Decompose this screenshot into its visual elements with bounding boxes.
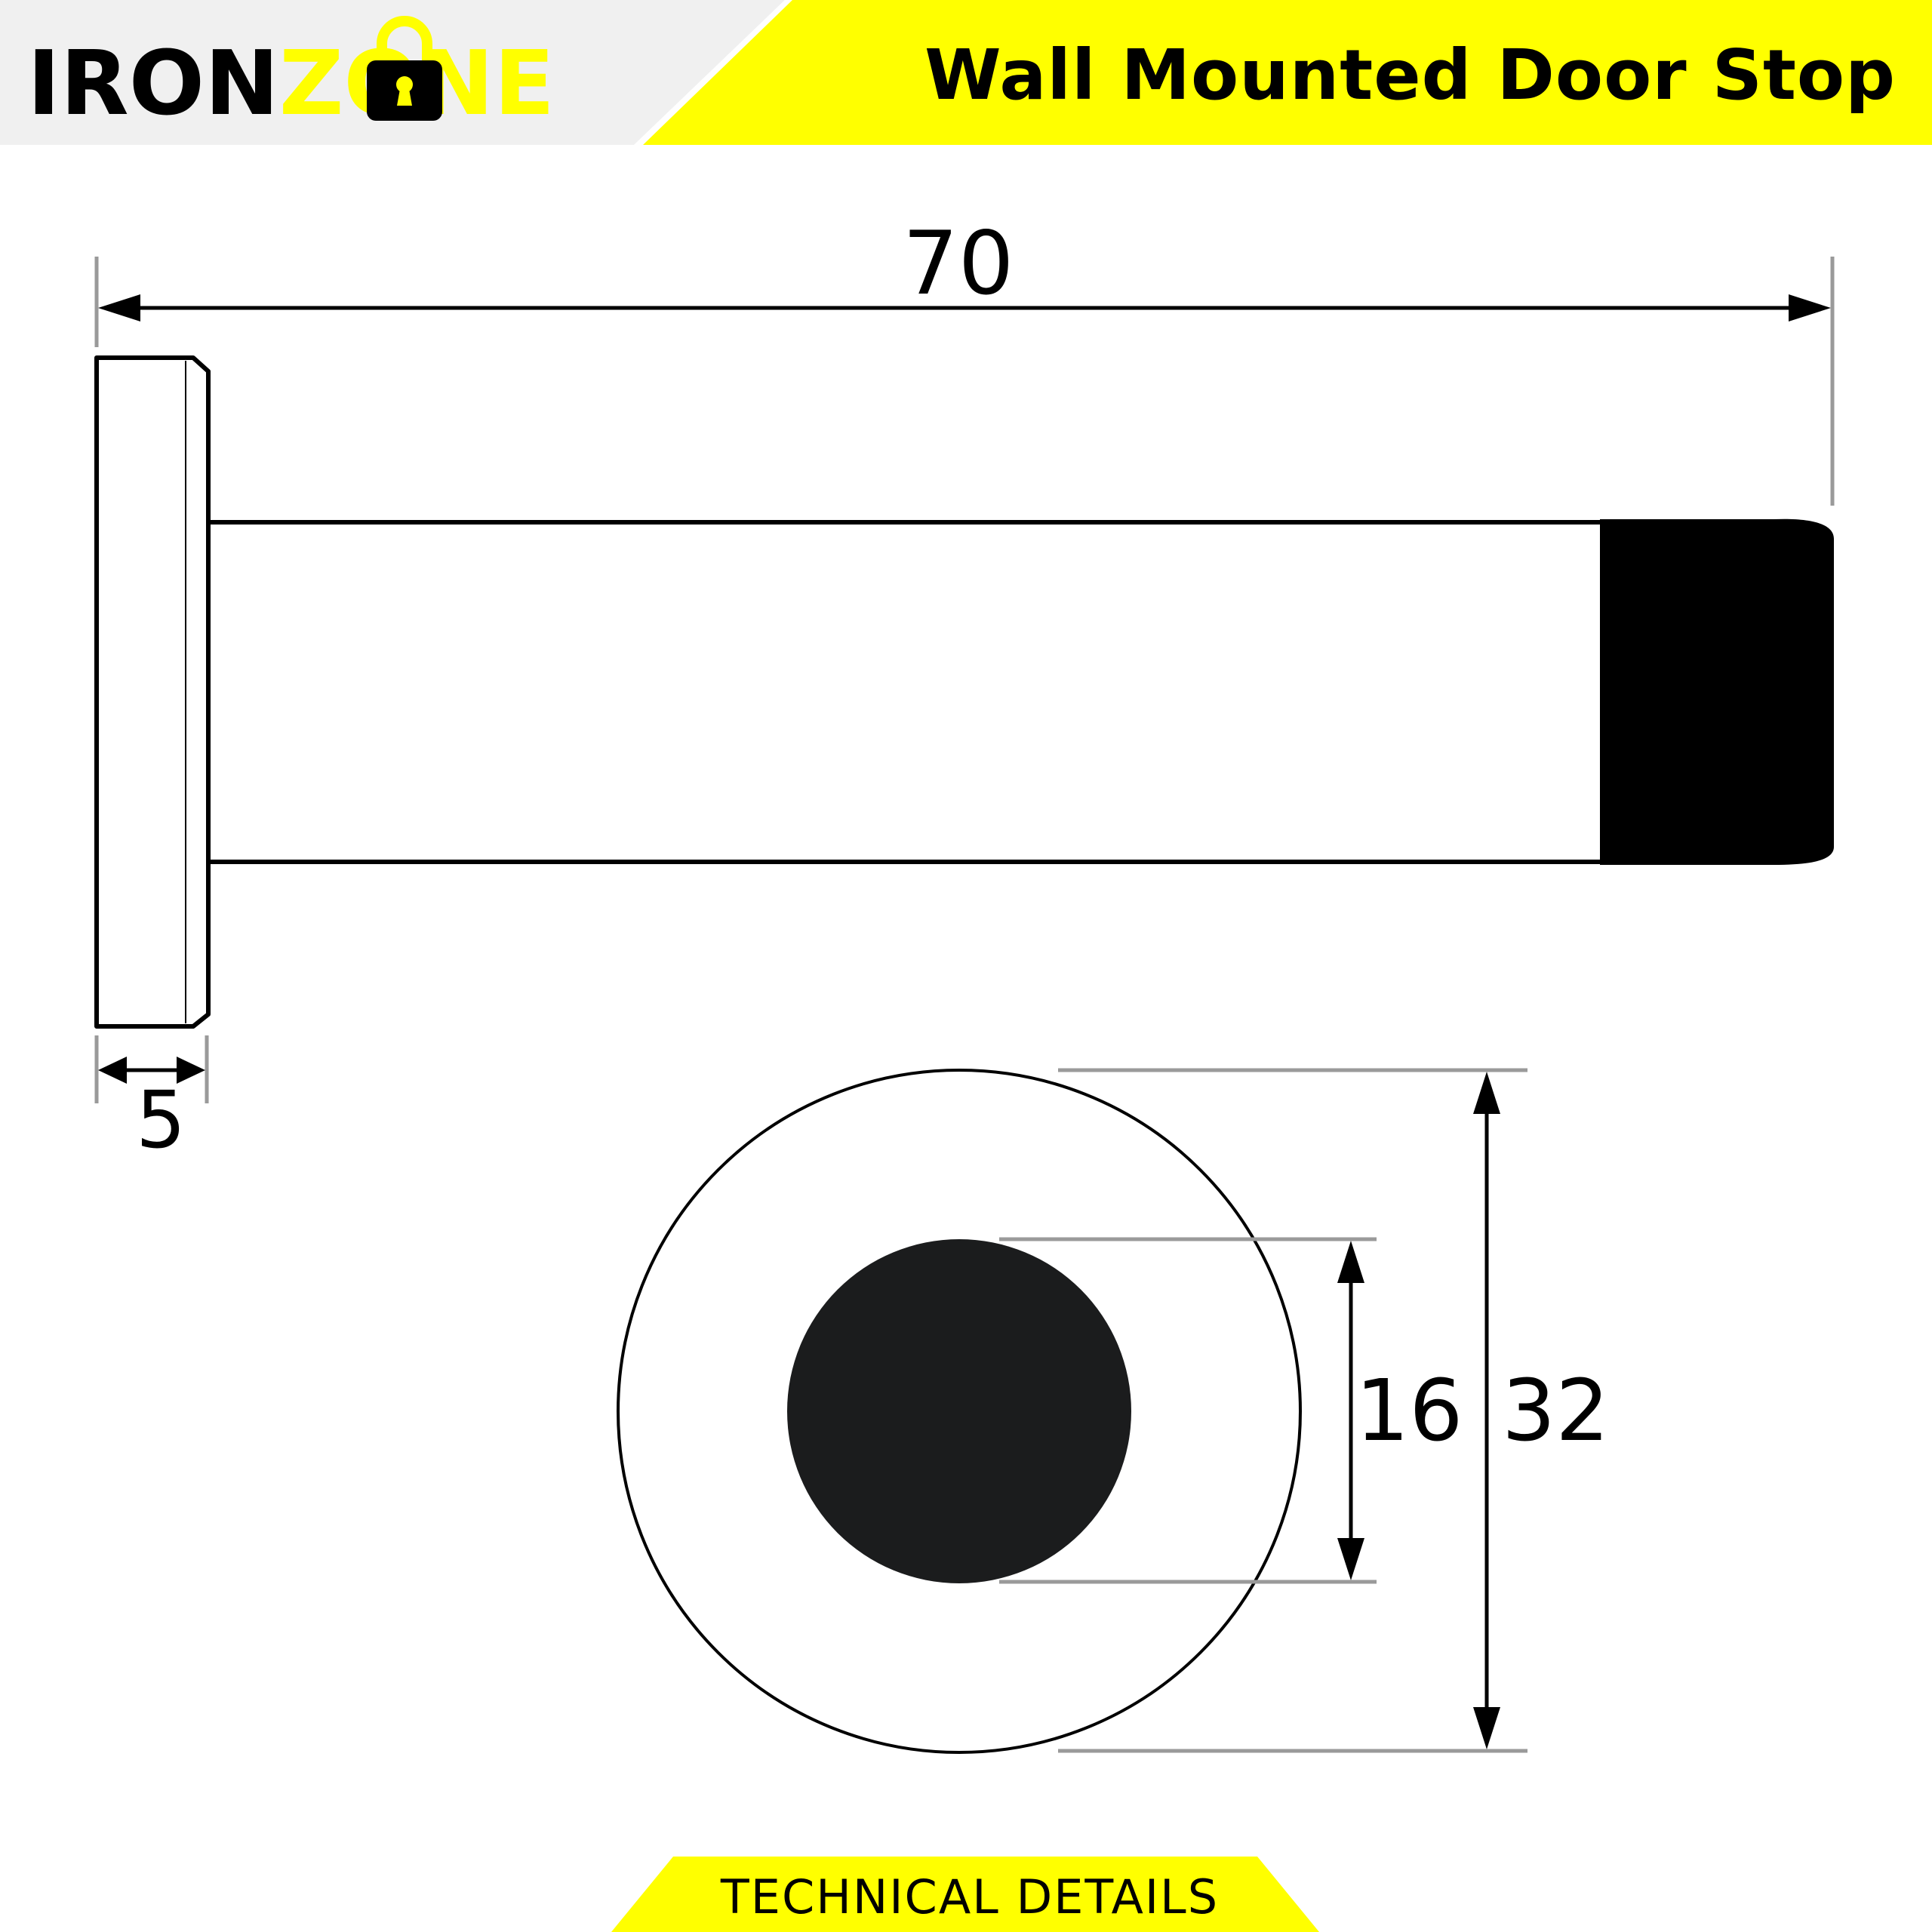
- footer-band: [611, 1857, 1319, 1932]
- logo-text-iron: IRON: [27, 31, 279, 135]
- plate-diameter-dimension: [1058, 1068, 1527, 1753]
- rubber-tip-front: [787, 1239, 1131, 1583]
- arrow-right-icon: [1789, 294, 1831, 321]
- thickness-dimension: [94, 1035, 209, 1103]
- arrow-left-icon: [98, 294, 140, 321]
- rubber-tip: [1600, 518, 1834, 865]
- footer-label: TECHNICAL DETAILS: [720, 1869, 1220, 1924]
- tip-diameter-dimension: [999, 1237, 1377, 1584]
- plate-diameter-label: 32: [1502, 1362, 1610, 1460]
- wall-plate-side: [94, 355, 211, 1029]
- stop-shaft: [208, 520, 1769, 864]
- tip-diameter-label: 16: [1355, 1362, 1463, 1460]
- length-dimension: [94, 257, 1835, 506]
- thickness-label: 5: [136, 1074, 186, 1166]
- page-title: Wall Mounted Door Stop: [924, 35, 1896, 115]
- padlock-icon: [367, 16, 442, 121]
- length-label: 70: [903, 213, 1014, 315]
